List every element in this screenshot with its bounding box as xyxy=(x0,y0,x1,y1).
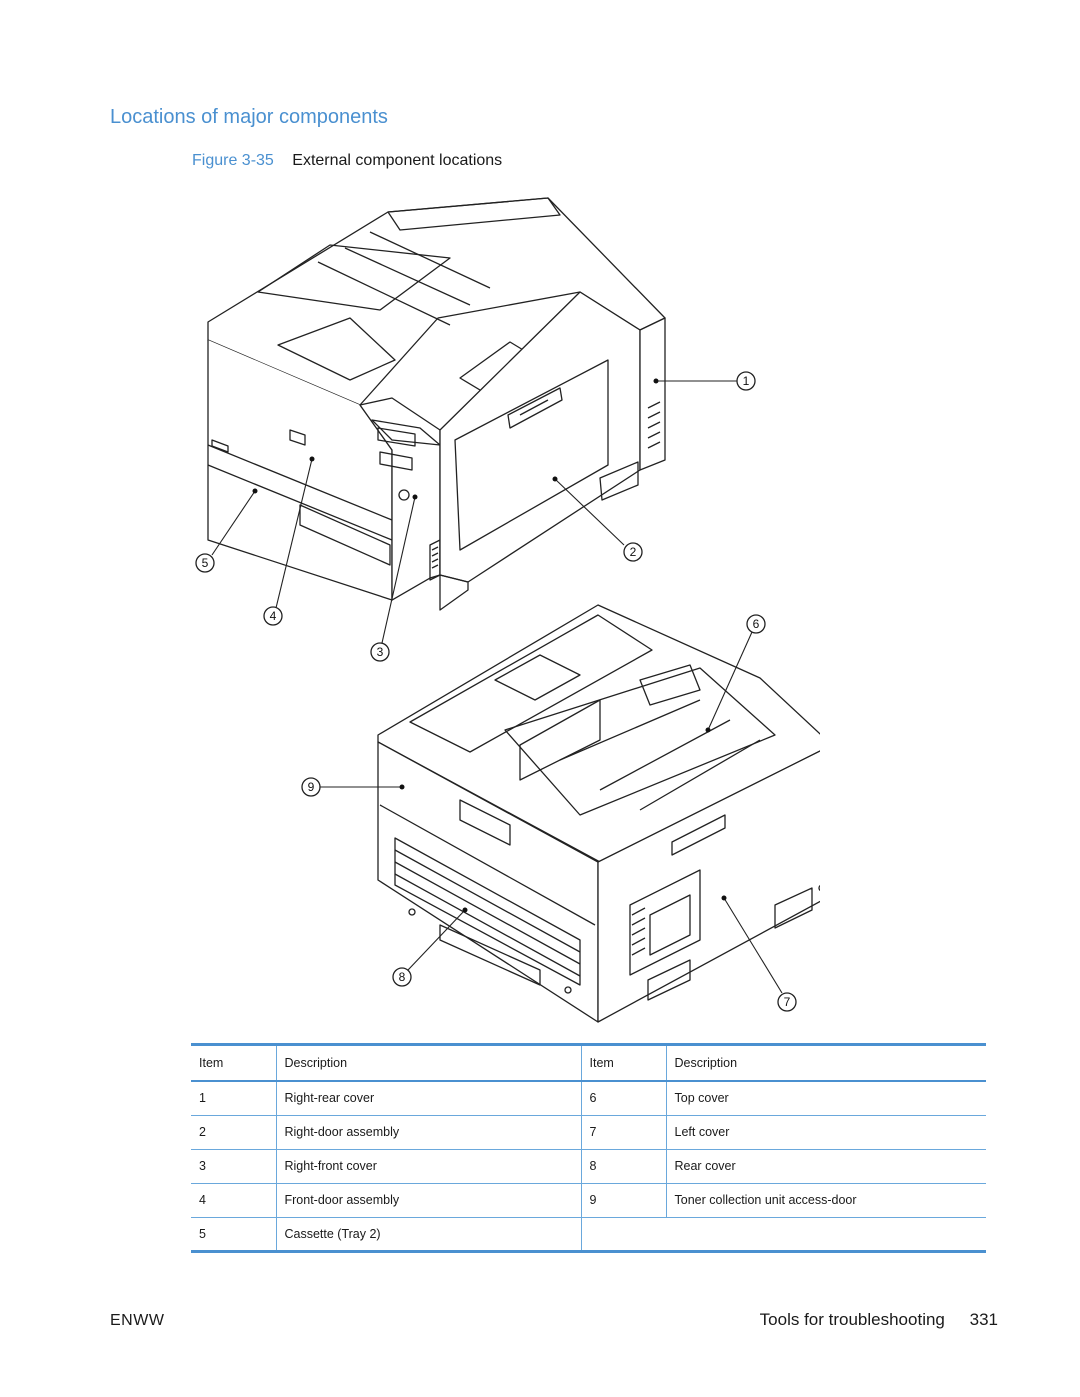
item-description: Top cover xyxy=(665,1081,986,1115)
callout-8: 8 xyxy=(392,967,412,987)
footer-page-info: Tools for troubleshooting 331 xyxy=(760,1310,998,1330)
svg-text:9: 9 xyxy=(308,780,315,794)
item-description: Right-front cover xyxy=(275,1149,581,1183)
table-row: 2 Right-door assembly 7 Left cover xyxy=(191,1115,986,1149)
callout-2: 2 xyxy=(623,542,643,562)
svg-text:4: 4 xyxy=(270,609,277,623)
svg-text:1: 1 xyxy=(743,374,750,388)
item-description: Left cover xyxy=(665,1115,986,1149)
footer-doc-code: ENWW xyxy=(110,1312,165,1329)
footer-section-name: Tools for troubleshooting xyxy=(759,1310,945,1329)
callout-7: 7 xyxy=(777,992,797,1012)
table-header-row: Item Description Item Description xyxy=(191,1044,986,1081)
figure-number: Figure 3-35 xyxy=(192,152,274,169)
svg-text:8: 8 xyxy=(399,970,406,984)
table-row: 4 Front-door assembly 9 Toner collection… xyxy=(191,1183,986,1217)
callout-5: 5 xyxy=(195,553,215,573)
section-title: Locations of major components xyxy=(110,106,388,128)
item-description: Rear cover xyxy=(665,1149,986,1183)
table-row: 1 Right-rear cover 6 Top cover xyxy=(191,1081,986,1115)
svg-text:7: 7 xyxy=(784,995,791,1009)
item-number: 9 xyxy=(580,1183,666,1217)
svg-text:6: 6 xyxy=(753,617,760,631)
table-row: 5 Cassette (Tray 2) xyxy=(191,1217,986,1251)
callout-6: 6 xyxy=(746,614,766,634)
header-item-a: Item xyxy=(199,1056,224,1070)
callout-leaders xyxy=(211,380,783,994)
item-number: 7 xyxy=(580,1115,666,1149)
svg-text:5: 5 xyxy=(202,556,209,570)
item-number: 5 xyxy=(199,1226,206,1241)
item-description: Toner collection unit access-door xyxy=(665,1183,986,1217)
svg-text:2: 2 xyxy=(630,545,637,559)
item-description: Cassette (Tray 2) xyxy=(275,1217,581,1251)
components-table: Item Description Item Description 1 Righ… xyxy=(191,1043,986,1253)
printer-front-view xyxy=(207,197,666,611)
callout-bubbles: 1 2 3 4 5 6 7 8 9 xyxy=(195,371,797,1012)
table-row: 3 Right-front cover 8 Rear cover xyxy=(191,1149,986,1183)
callout-dots xyxy=(252,378,727,913)
item-number: 3 xyxy=(199,1159,206,1173)
figure-title: External component locations xyxy=(292,152,503,169)
item-number xyxy=(580,1217,666,1251)
header-description-a: Description xyxy=(275,1044,581,1081)
item-number: 1 xyxy=(199,1091,206,1106)
item-number: 4 xyxy=(199,1193,206,1207)
item-description xyxy=(666,1217,986,1251)
item-description: Front-door assembly xyxy=(275,1183,581,1217)
figure-caption: Figure 3-35 External component locations xyxy=(192,152,502,170)
callout-1: 1 xyxy=(736,371,756,391)
callout-4: 4 xyxy=(263,606,283,626)
callout-9: 9 xyxy=(301,777,321,797)
item-description: Right-rear cover xyxy=(275,1081,581,1115)
header-description-b: Description xyxy=(665,1044,986,1081)
printer-illustration: 1 2 3 4 5 6 7 8 9 xyxy=(195,197,820,1023)
svg-text:3: 3 xyxy=(377,645,384,659)
item-number: 2 xyxy=(199,1125,206,1139)
callout-3: 3 xyxy=(370,642,390,662)
header-item-b: Item xyxy=(580,1044,666,1081)
page-number: 331 xyxy=(969,1310,998,1329)
printer-rear-view xyxy=(377,604,820,1023)
item-description: Right-door assembly xyxy=(275,1115,581,1149)
item-number: 8 xyxy=(580,1149,666,1183)
item-number: 6 xyxy=(580,1081,666,1115)
